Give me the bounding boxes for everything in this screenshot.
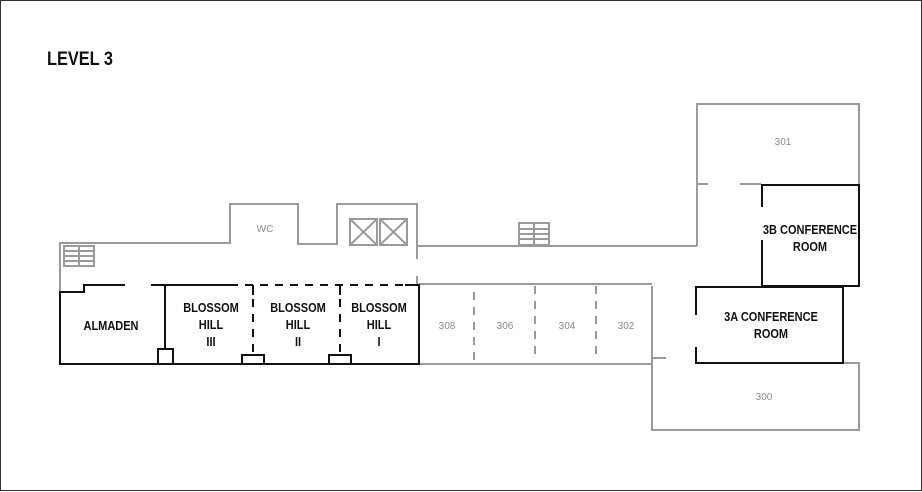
elevator-icon: [349, 218, 378, 246]
room-blossom-hill-1[interactable]: BLOSSOM HILL I: [347, 300, 410, 351]
room-label: BLOSSOM HILL I: [351, 301, 407, 349]
room-3b-conference[interactable]: 3B CONFERENCE ROOM: [757, 222, 864, 256]
office-strip: [419, 283, 652, 365]
room-306[interactable]: 306: [496, 321, 514, 332]
room-300[interactable]: 300: [755, 392, 773, 403]
room-302[interactable]: 302: [617, 321, 635, 332]
stairs-icon: [518, 222, 550, 246]
room-3a-conference[interactable]: 3A CONFERENCE ROOM: [718, 309, 825, 343]
page-title: LEVEL 3: [47, 49, 113, 70]
room-label: BLOSSOM HILL III: [183, 301, 239, 349]
room-308[interactable]: 308: [438, 321, 456, 332]
room-blossom-hill-3[interactable]: BLOSSOM HILL III: [179, 300, 242, 351]
room-304[interactable]: 304: [558, 321, 576, 332]
room-wc[interactable]: WC: [256, 224, 274, 235]
elevator-icon: [379, 218, 408, 246]
room-301[interactable]: 301: [774, 137, 792, 148]
stairs-icon: [63, 245, 95, 267]
room-label: ALMADEN: [83, 319, 139, 333]
meeting-rooms-outline: [59, 184, 860, 365]
room-label: 3B CONFERENCE ROOM: [762, 223, 858, 254]
room-label: 3A CONFERENCE ROOM: [724, 310, 818, 341]
corridor-outline: [59, 103, 860, 431]
room-almaden[interactable]: ALMADEN: [80, 318, 143, 335]
room-label: BLOSSOM HILL II: [270, 301, 326, 349]
room-blossom-hill-2[interactable]: BLOSSOM HILL II: [266, 300, 329, 351]
